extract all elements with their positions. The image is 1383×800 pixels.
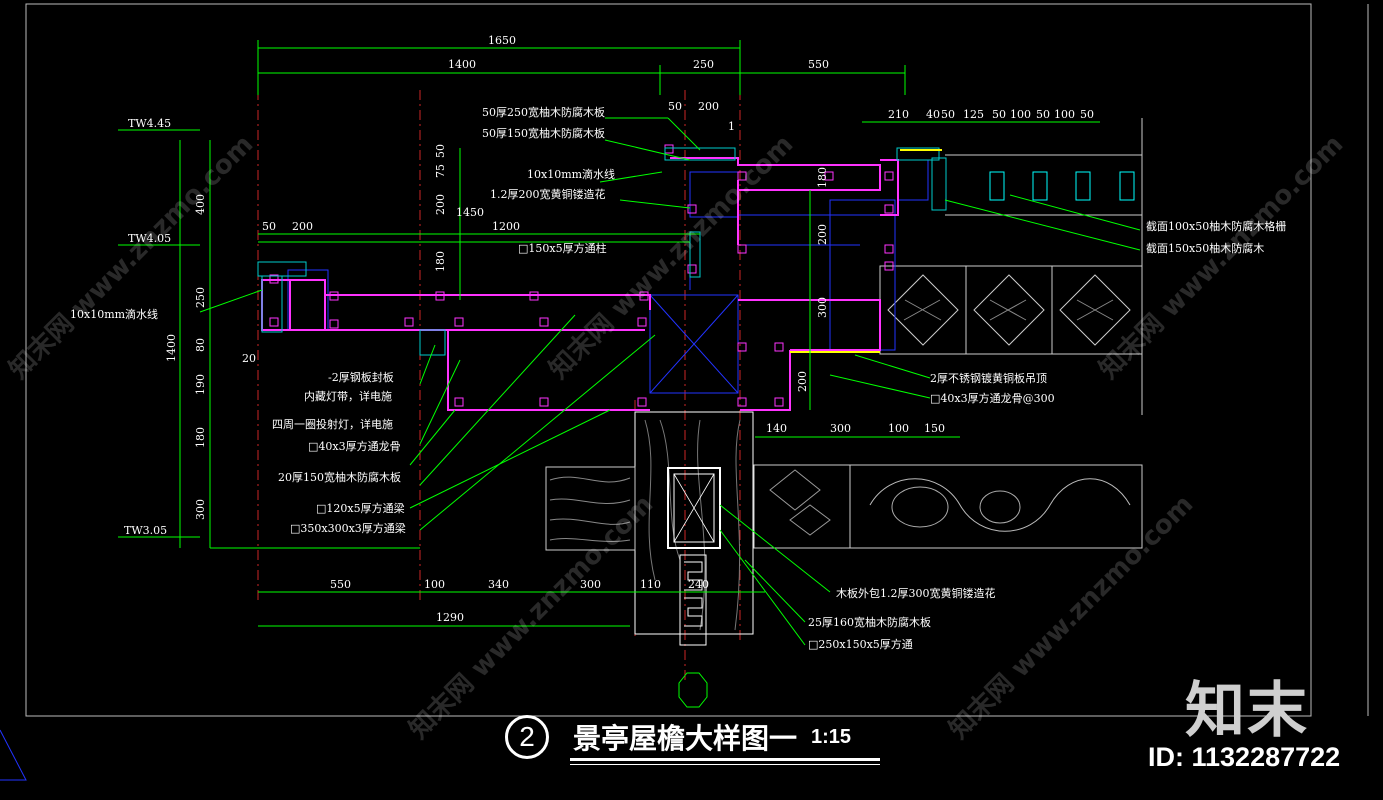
- dim-left-250: 250: [194, 287, 207, 308]
- label-left-7: □120x5厚方通梁: [316, 501, 405, 515]
- dim-in-200r: 200: [816, 224, 829, 245]
- dim-in-20: 20: [242, 352, 256, 365]
- label-left-1: 10x10mm滴水线: [70, 307, 158, 321]
- label-left-4: 四周一圈投射灯，详电施: [272, 417, 393, 431]
- dim-bot-550: 550: [330, 578, 351, 591]
- label-bottom-2: 25厚160宽柚木防腐木板: [808, 615, 931, 629]
- dim-in-1450: 1450: [456, 206, 484, 219]
- dim-bot-110: 110: [640, 578, 661, 591]
- label-right-3: 2厚不锈钢镀黄铜板吊顶: [930, 371, 1047, 385]
- dim-in-180r: 180: [816, 167, 829, 188]
- dim-top-50: 50: [668, 100, 682, 113]
- dim-rm-150: 150: [924, 422, 945, 435]
- label-top-2: 50厚150宽柚木防腐木板: [482, 126, 605, 140]
- dim-rt-50a: 50: [941, 108, 955, 121]
- watermark-4: 知末网 www.znzmo.com: [944, 489, 1199, 744]
- label-left-3: 内藏灯带，详电施: [304, 389, 392, 403]
- level-tw445: TW4.45: [128, 117, 171, 130]
- label-top-1: 50厚250宽柚木防腐木板: [482, 105, 605, 119]
- dim-top-1400: 1400: [448, 58, 476, 71]
- label-right-1: 截面100x50柚木防腐木格栅: [1146, 219, 1286, 233]
- dim-bot-240: 240: [688, 578, 709, 591]
- label-left-2: -2厚钢板封板: [328, 370, 394, 384]
- drawing-frame: [25, 3, 1312, 717]
- dim-bot-1290: 1290: [436, 611, 464, 624]
- dim-in-200b: 200: [796, 371, 809, 392]
- leader-lines: [199, 117, 1141, 646]
- yellow-parts: [790, 149, 942, 353]
- label-top-4: 1.2厚200宽黄铜镂造花: [490, 187, 606, 201]
- dim-top-200: 200: [698, 100, 719, 113]
- label-bottom-3: □250x150x5厚方通: [808, 637, 913, 651]
- dim-in-200: 200: [292, 220, 313, 233]
- level-tw305: TW3.05: [124, 524, 167, 537]
- wood-post: [634, 411, 754, 708]
- label-bottom-1: 木板外包1.2厚300宽黄铜镂造花: [836, 586, 996, 600]
- title-underline-thin: [570, 764, 880, 765]
- title-scale: 1:15: [811, 725, 852, 748]
- dim-left-80: 80: [194, 338, 207, 352]
- fascia-blocks: [257, 147, 947, 356]
- bolt-markers: [269, 144, 894, 407]
- dim-bot-100: 100: [424, 578, 445, 591]
- dim-bot-340: 340: [488, 578, 509, 591]
- dim-rt-210: 210: [888, 108, 909, 121]
- corner-mark: [0, 729, 27, 781]
- dim-top-1650: 1650: [488, 34, 516, 47]
- dim-top-1: 1: [728, 120, 735, 133]
- drawing-title: 2 景亭屋檐大样图一 1:15: [505, 712, 851, 762]
- dim-rt-100a: 100: [1010, 108, 1031, 121]
- dim-left-1400: 1400: [165, 334, 178, 362]
- carved-panel-right: [753, 464, 1143, 549]
- dimension-lines: [118, 40, 1100, 627]
- label-top-5: □150x5厚方通柱: [518, 241, 607, 255]
- dim-top-250: 250: [693, 58, 714, 71]
- title-underline: [570, 758, 880, 761]
- label-right-2: 截面150x50柚木防腐木: [1146, 241, 1264, 255]
- grille: [945, 118, 1143, 415]
- label-left-6: 20厚150宽柚木防腐木板: [278, 470, 401, 484]
- dim-left-190: 190: [194, 374, 207, 395]
- dim-in-1200: 1200: [492, 220, 520, 233]
- magenta-outline: [261, 157, 899, 411]
- dim-rm-100: 100: [888, 422, 909, 435]
- dim-rt-50d: 50: [1080, 108, 1094, 121]
- label-right-4: □40x3厚方通龙骨@300: [930, 391, 1055, 405]
- dim-rt-50b: 50: [992, 108, 1006, 121]
- label-top-3: 10x10mm滴水线: [527, 167, 615, 181]
- steel-frame: [287, 159, 929, 394]
- dim-rt-40: 40: [926, 108, 940, 121]
- wood-panel-left: [545, 466, 636, 551]
- dim-rm-140: 140: [766, 422, 787, 435]
- label-left-5: □40x3厚方通龙骨: [308, 439, 401, 453]
- dim-left-180: 180: [194, 427, 207, 448]
- dim-bot-300: 300: [580, 578, 601, 591]
- dim-rt-50c: 50: [1036, 108, 1050, 121]
- dim-top-550: 550: [808, 58, 829, 71]
- dim-left-300: 300: [194, 499, 207, 520]
- dim-rt-125: 125: [963, 108, 984, 121]
- lattice-panel: [879, 265, 1143, 355]
- dim-in-300r: 300: [816, 297, 829, 318]
- dim-in-50v: 50: [434, 144, 447, 158]
- title-text: 景亭屋檐大样图一: [573, 722, 798, 755]
- dim-in-200v: 200: [434, 194, 447, 215]
- brand-logo: 知末: [1185, 676, 1309, 746]
- dim-left-400: 400: [194, 194, 207, 215]
- dim-rt-100b: 100: [1054, 108, 1075, 121]
- label-left-8: □350x300x3厚方通梁: [290, 521, 406, 535]
- dim-in-75: 75: [434, 164, 447, 178]
- watermark-1: 知末网 www.znzmo.com: [4, 129, 259, 384]
- dim-in-50: 50: [262, 220, 276, 233]
- dim-in-180v: 180: [434, 251, 447, 272]
- dim-rm-300: 300: [830, 422, 851, 435]
- level-tw405: TW4.05: [128, 232, 171, 245]
- title-number-badge: 2: [505, 715, 549, 759]
- brand-id: ID: 1132287722: [1148, 742, 1341, 772]
